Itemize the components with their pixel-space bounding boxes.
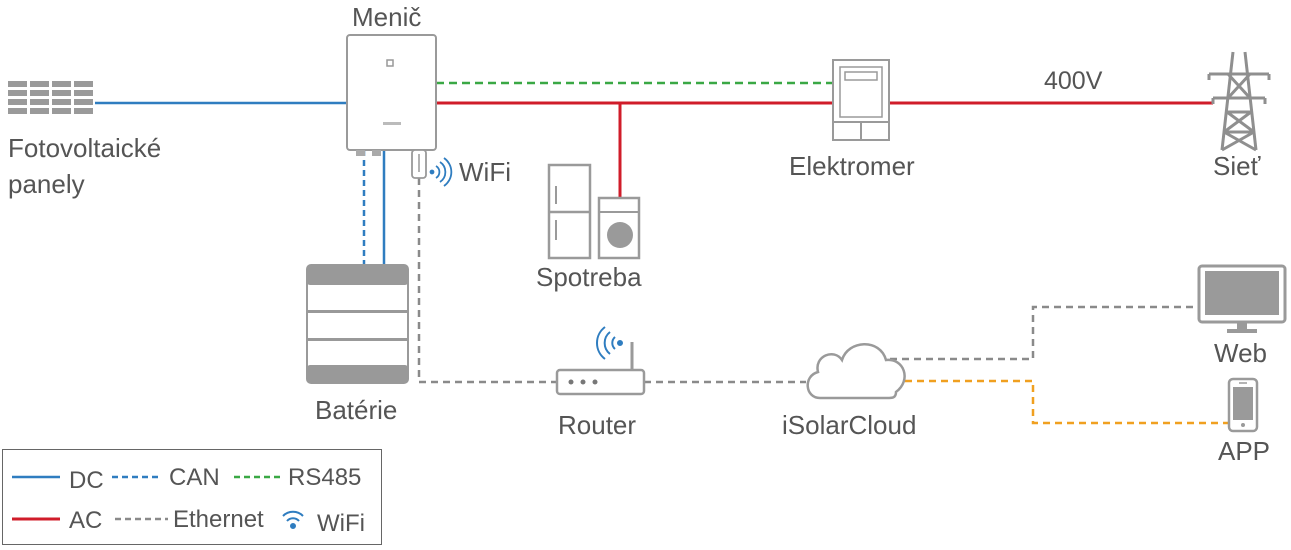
legend-ethernet-label: Ethernet — [173, 506, 264, 533]
legend-ac-label: AC — [69, 507, 103, 534]
wifi-label: WiFi — [459, 157, 511, 187]
legend-swatches — [12, 475, 304, 529]
battery-icon — [306, 264, 409, 384]
voltage-label: 400V — [1044, 67, 1103, 95]
power-tower-icon — [1207, 51, 1271, 152]
legend: DC CAN RS485 AC Ethernet WiFi — [2, 449, 382, 545]
legend-rs485-label: RS485 — [288, 464, 362, 491]
app-label: APP — [1218, 436, 1271, 466]
web-label: Web — [1214, 338, 1267, 368]
link-line-cloud-app — [905, 379, 1228, 425]
inverter-icon — [346, 34, 437, 156]
legend-wifi-icon — [282, 510, 304, 529]
cloud-icon — [806, 343, 906, 400]
legend-can-label: CAN — [169, 464, 220, 491]
battery-label: Batérie — [315, 395, 398, 425]
phone-icon — [1227, 377, 1259, 433]
wifi-signal-icon — [429, 157, 453, 187]
grid-label: Sieť — [1213, 151, 1261, 181]
wifi-dongle-icon — [411, 149, 427, 179]
router-wifi-signal-icon — [596, 326, 623, 360]
pv-panels-label-line1: Fotovoltaické — [8, 133, 162, 163]
legend-wifi-label: WiFi — [317, 510, 365, 537]
inverter-label: Menič — [352, 2, 422, 32]
cloud-label: iSolarCloud — [782, 410, 917, 440]
fridge-icon — [547, 163, 592, 260]
ethernet-line-cloud-web — [890, 305, 1198, 361]
legend-dc-label: DC — [69, 467, 104, 494]
meter-label: Elektromer — [789, 151, 915, 181]
pv-panels-label-line2: panely — [8, 169, 85, 199]
ethernet-line-dongle-router — [417, 178, 557, 384]
router-label: Router — [558, 410, 637, 440]
consumption-label: Spotreba — [536, 262, 642, 292]
washing-machine-icon — [597, 196, 641, 260]
router-icon — [555, 342, 646, 396]
pv-panels-icon — [8, 81, 93, 114]
monitor-icon — [1197, 264, 1287, 333]
meter-icon — [832, 59, 890, 141]
